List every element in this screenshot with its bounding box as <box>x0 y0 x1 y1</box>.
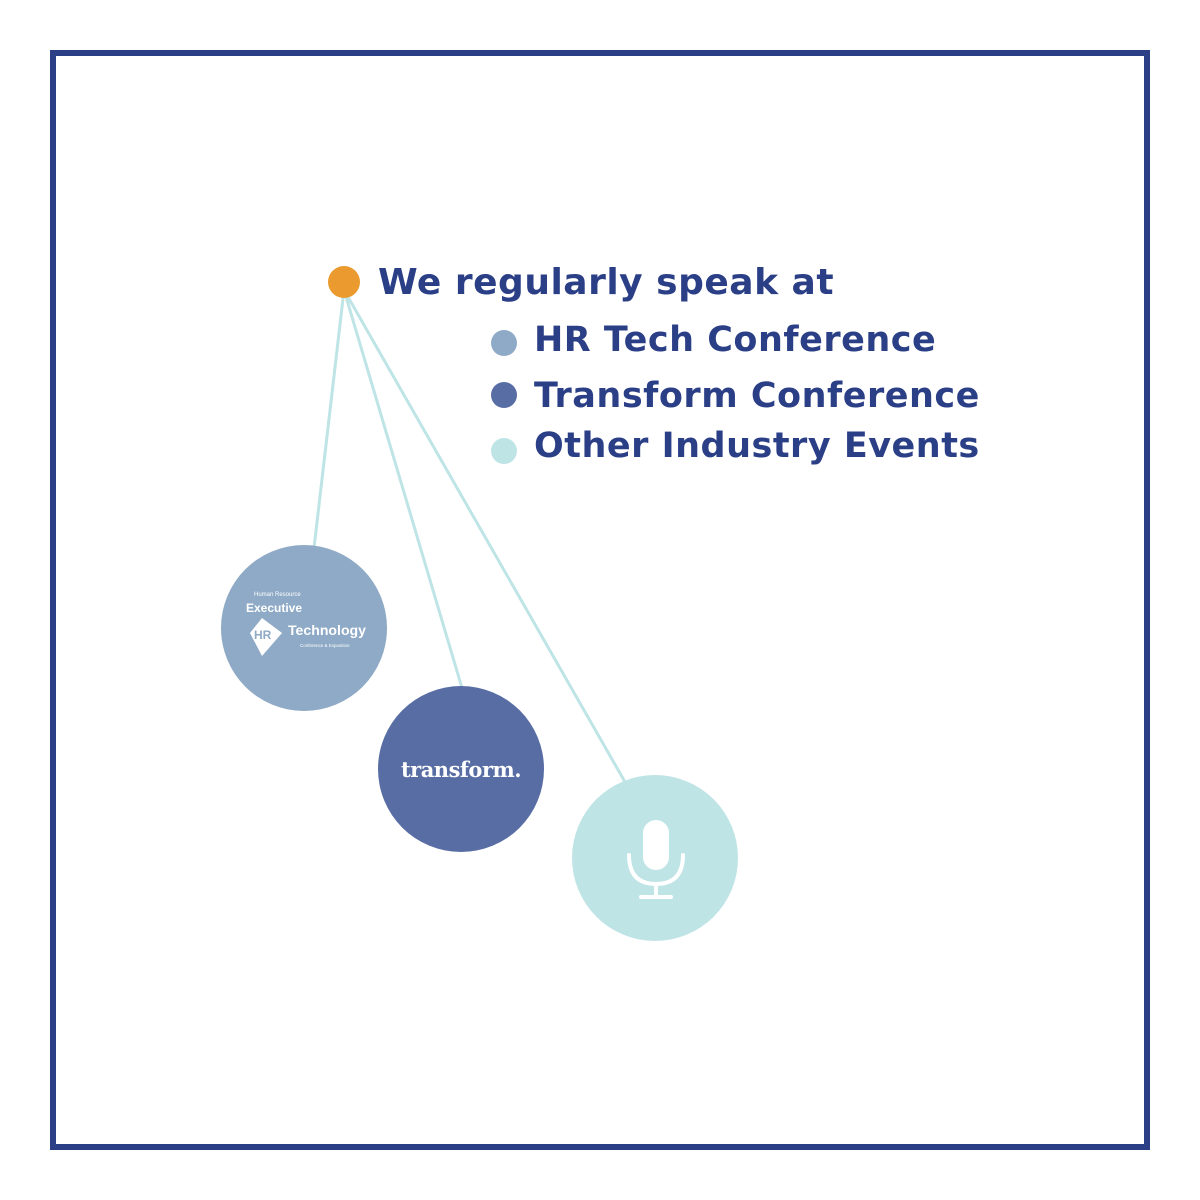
legend-item-other: Other Industry Events <box>534 426 980 466</box>
transform-logo-text: transform. <box>401 757 521 782</box>
logo-executive: Executive <box>246 601 302 615</box>
legend-dot-transform <box>491 382 517 408</box>
other-events-node <box>572 775 738 941</box>
heading: We regularly speak at <box>378 262 835 303</box>
border-frame <box>50 50 1150 1150</box>
logo-technology: Technology <box>288 622 366 638</box>
connector-other <box>342 289 627 783</box>
legend-dot-other <box>491 438 517 464</box>
connector-hr <box>312 289 346 549</box>
connector-transform <box>342 289 464 689</box>
logo-diamond <box>250 618 282 656</box>
transform-node: transform. <box>378 686 544 852</box>
legend-dot-hr <box>491 330 517 356</box>
microphone-icon <box>627 820 685 899</box>
hr-tech-node: Human Resource Executive HR Technology C… <box>221 545 387 711</box>
root-node <box>328 266 360 298</box>
logo-conference: Conference & Exposition <box>300 643 350 648</box>
logo-hr: HR <box>254 628 272 642</box>
legend-item-hr: HR Tech Conference <box>534 320 937 360</box>
logo-human-resource: Human Resource <box>254 592 301 598</box>
legend-item-transform: Transform Conference <box>534 376 980 416</box>
